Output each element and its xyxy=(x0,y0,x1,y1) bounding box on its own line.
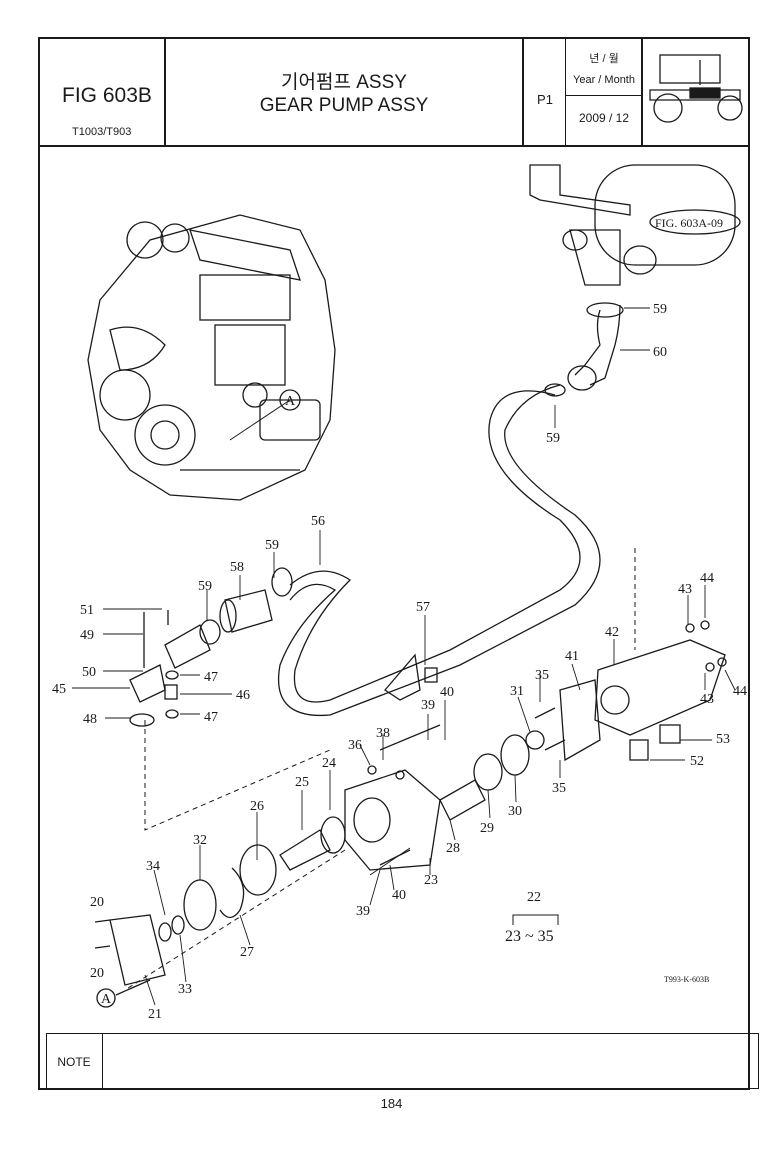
callout-43a: 43 xyxy=(678,582,692,597)
drawing-code: T993-K-603B xyxy=(664,975,709,984)
callout-numbers: 20 20 21 23 24 25 26 27 28 29 30 31 32 3… xyxy=(52,302,747,1022)
revision-date: 2009 / 12 xyxy=(578,111,630,125)
ref-fig-badge: FIG. 603A-09 xyxy=(649,209,741,235)
callout-20a: 20 xyxy=(90,895,104,910)
callout-34: 34 xyxy=(146,859,160,874)
page-number: 184 xyxy=(380,1096,403,1111)
callout-59d: 59 xyxy=(198,579,212,594)
year-month-label-en: Year / Month xyxy=(573,74,635,86)
note-box-left xyxy=(46,1033,47,1089)
callout-59c: 59 xyxy=(265,538,279,553)
year-month-label-ko: 년 / 월 xyxy=(589,53,619,65)
note-box-right xyxy=(758,1033,759,1089)
callout-20b: 20 xyxy=(90,966,104,981)
callout-51: 51 xyxy=(80,603,94,618)
callout-46: 46 xyxy=(236,688,250,703)
hydraulic-tank xyxy=(529,164,736,286)
detail-marker-a-cover: A xyxy=(96,979,151,1008)
svg-text:FIG. 603A-09: FIG. 603A-09 xyxy=(655,216,723,230)
callout-42: 42 xyxy=(605,625,619,640)
callout-35b: 35 xyxy=(552,781,566,796)
hose-clamps xyxy=(199,302,624,645)
callout-30: 30 xyxy=(508,804,522,819)
callout-47b: 47 xyxy=(204,710,218,725)
title-english: GEAR PUMP ASSY xyxy=(259,95,429,116)
assembly-range: 23 ~ 35 xyxy=(505,928,554,945)
header-col-divider-2 xyxy=(522,37,524,145)
callout-57: 57 xyxy=(416,600,430,615)
callout-41: 41 xyxy=(565,649,579,664)
callout-43b: 43 xyxy=(700,692,714,707)
note-label: NOTE xyxy=(57,1055,91,1069)
callout-58: 58 xyxy=(230,560,244,575)
callout-26: 26 xyxy=(250,799,264,814)
callout-49: 49 xyxy=(80,628,94,643)
callout-47a: 47 xyxy=(204,670,218,685)
header-date-divider xyxy=(566,95,641,96)
hose-bracket xyxy=(384,653,438,701)
callout-44a: 44 xyxy=(700,571,714,586)
callout-40a: 40 xyxy=(440,685,454,700)
callout-36: 36 xyxy=(348,738,362,753)
callout-39b: 39 xyxy=(356,904,370,919)
callout-44b: 44 xyxy=(733,684,747,699)
engine-illustration xyxy=(87,214,336,501)
callout-59b: 59 xyxy=(546,431,560,446)
callout-52: 52 xyxy=(690,754,704,769)
callout-28: 28 xyxy=(446,841,460,856)
gear-case xyxy=(94,724,441,986)
callout-38: 38 xyxy=(376,726,390,741)
callout-39a: 39 xyxy=(421,698,435,713)
callout-29: 29 xyxy=(480,821,494,836)
page-frame xyxy=(38,37,750,1090)
callout-24: 24 xyxy=(322,756,336,771)
callout-25: 25 xyxy=(295,775,309,790)
note-box-divider xyxy=(102,1033,103,1089)
callout-23: 23 xyxy=(424,873,438,888)
detail-marker-a-engine: A xyxy=(279,389,301,411)
callout-31: 31 xyxy=(510,684,524,699)
callout-21: 21 xyxy=(148,1007,162,1022)
callout-56: 56 xyxy=(311,514,325,529)
callout-60: 60 xyxy=(653,345,667,360)
model-code: T1003/T903 xyxy=(72,126,132,138)
callout-32: 32 xyxy=(193,833,207,848)
gear-pump-body xyxy=(439,620,727,821)
header-col-divider-3 xyxy=(565,37,566,145)
centerlines xyxy=(124,548,636,991)
assembly-bracket xyxy=(512,914,559,925)
title-korean: 기어펌프 ASSY xyxy=(281,72,407,93)
note-box-top xyxy=(46,1033,759,1034)
header-col-divider-1 xyxy=(164,37,166,145)
header-divider xyxy=(38,145,750,147)
figure-number: FIG 603B xyxy=(62,84,152,107)
callout-45: 45 xyxy=(52,682,66,697)
callout-33: 33 xyxy=(178,982,192,997)
detail-marker-text: A xyxy=(285,394,296,409)
assembly-number: 22 xyxy=(527,890,541,905)
svg-text:A: A xyxy=(101,992,112,1007)
leader-lines xyxy=(72,307,736,1006)
callout-50: 50 xyxy=(82,665,96,680)
tractor-thumbnail xyxy=(649,54,743,123)
header-col-divider-4 xyxy=(641,37,643,145)
pipe-and-flange xyxy=(129,589,273,727)
suction-hose xyxy=(278,304,621,717)
callout-53: 53 xyxy=(716,732,730,747)
callout-35a: 35 xyxy=(535,668,549,683)
callout-40b: 40 xyxy=(392,888,406,903)
note-box-bottom xyxy=(46,1088,759,1089)
callout-59a: 59 xyxy=(653,302,667,317)
callout-48: 48 xyxy=(83,712,97,727)
callout-27: 27 xyxy=(240,945,254,960)
page-code: P1 xyxy=(537,92,553,107)
